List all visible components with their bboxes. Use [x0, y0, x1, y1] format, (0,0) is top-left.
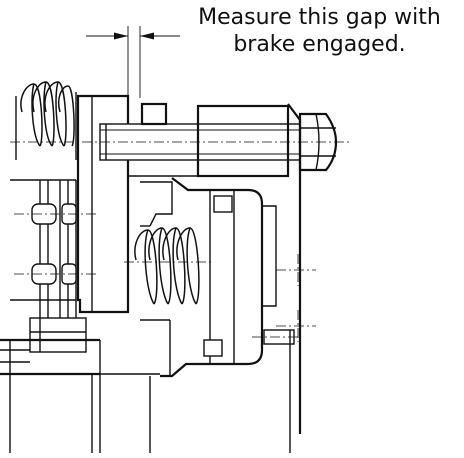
lower-shaft-housing	[0, 317, 101, 453]
long-bolt	[10, 123, 350, 161]
housing-top	[128, 102, 302, 434]
hex-nut	[298, 112, 338, 172]
friction-disk-pack	[10, 179, 96, 320]
side-bolts	[252, 254, 316, 345]
outer-coil-spring	[15, 81, 77, 160]
armature-plate	[76, 94, 130, 314]
gap-dimension	[86, 26, 180, 98]
lower-frame	[100, 344, 291, 453]
magnet-body	[140, 177, 277, 378]
gap-measurement-note: Measure this gap with brake engaged.	[198, 5, 441, 57]
inner-coil-spring	[124, 227, 214, 305]
